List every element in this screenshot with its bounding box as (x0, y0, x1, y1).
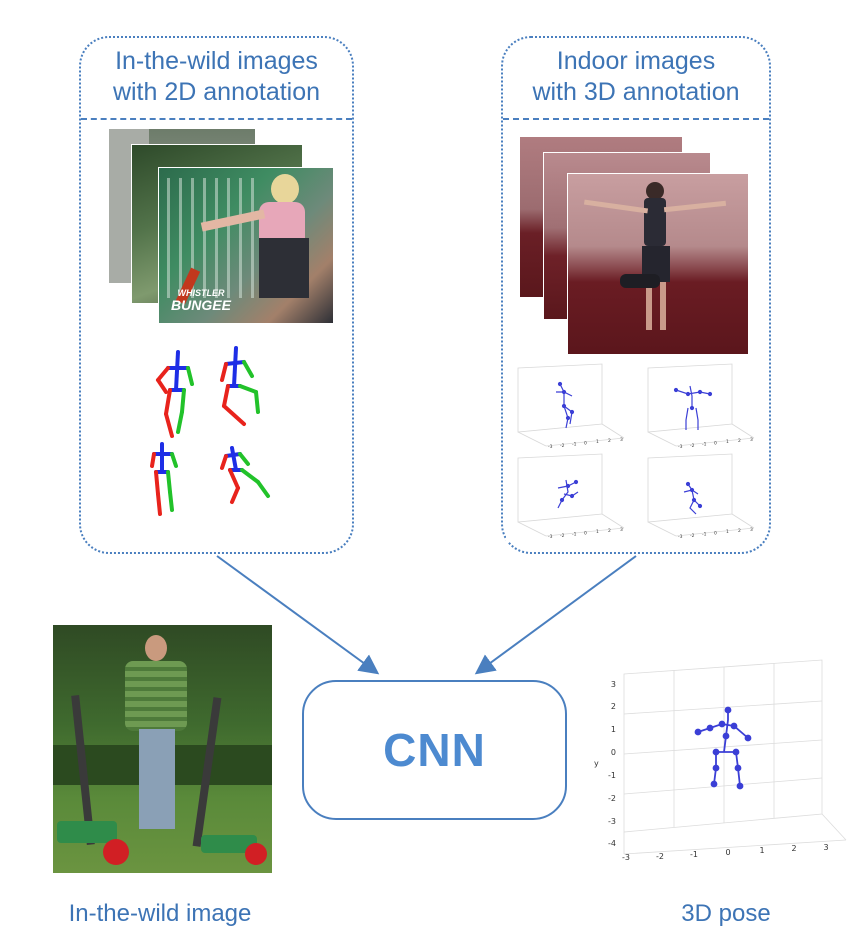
y-tick-0: 3 (611, 680, 616, 689)
small-3d-plot-3: -3 -2 -1 0 1 2 3 (506, 452, 630, 542)
logo-line2: BUNGEE (171, 297, 231, 313)
small-plot-4-tick-4: 1 (726, 529, 729, 535)
2d-skeletons (150, 346, 270, 516)
skeleton-2d-d (220, 446, 270, 504)
small-plot-3-tick-3: 0 (584, 530, 587, 536)
y-tick-4: -1 (608, 771, 616, 780)
small-plot-4-tick-6: 3 (750, 527, 753, 533)
output-3d-pose-plot: 3 2 1 0 -1 -2 -3 -4 y -3 -2 -1 0 1 2 3 x (588, 654, 860, 862)
y-tick-6: -3 (608, 817, 616, 826)
y-tick-labels: 3 2 1 0 -1 -2 -3 -4 (608, 680, 616, 848)
small-plot-4-tick-2: -1 (702, 532, 707, 538)
plot-box (623, 659, 847, 855)
small-plot-3-tick-4: 1 (596, 529, 599, 535)
cnn-box: CNN (302, 680, 567, 820)
x-tick-2: -1 (690, 850, 698, 859)
input-wild-photo (53, 625, 272, 873)
skeleton-2d-b (220, 346, 260, 426)
right-panel-title: Indoor images with 3D annotation (503, 46, 769, 108)
small-plot-3-tick-6: 3 (620, 527, 623, 533)
small-3d-plot-2: -3 -2 -1 0 1 2 3 (636, 362, 760, 450)
small-plot-4-tick-3: 0 (714, 530, 717, 536)
wild-photo-front: WHISTLER BUNGEE (158, 167, 334, 324)
whistler-bungee-logo: WHISTLER BUNGEE (161, 288, 241, 313)
small-plot-1-tick-5: 2 (608, 438, 611, 444)
small-plot-1-tick-1: -2 (560, 443, 565, 449)
small-plot-3-tick-2: -1 (572, 532, 577, 538)
small-plot-3-tick-0: -3 (548, 534, 553, 540)
skeleton-2d-a (156, 350, 194, 438)
output-pose-caption: 3D pose (681, 900, 771, 927)
small-plot-2-tick-5: 2 (738, 438, 741, 444)
y-tick-1: 2 (611, 702, 616, 711)
small-plot-1-tick-2: -1 (572, 442, 577, 448)
in-the-wild-2d-panel: In-the-wild images with 2D annotation (79, 36, 354, 554)
small-plot-2-tick-1: -2 (690, 443, 695, 449)
small-plot-3-tick-5: 2 (608, 528, 611, 534)
x-tick-5: 2 (791, 844, 796, 853)
indoor-photo-front (567, 173, 749, 355)
x-tick-labels: -3 -2 -1 0 1 2 3 (622, 843, 829, 862)
cnn-label: CNN (383, 724, 486, 776)
small-plot-2-tick-4: 1 (726, 439, 729, 445)
small-plot-1-tick-6: 3 (620, 437, 623, 443)
left-panel-title: In-the-wild images with 2D annotation (81, 46, 352, 108)
y-axis-label: y (594, 759, 599, 768)
small-plot-4-tick-1: -2 (690, 533, 695, 539)
small-plot-3-tick-1: -2 (560, 533, 565, 539)
small-3d-plot-1: -3 -2 -1 0 1 2 3 (506, 362, 630, 450)
left-panel-divider (81, 118, 352, 120)
x-tick-1: -2 (656, 852, 664, 861)
x-tick-3: 0 (725, 848, 730, 857)
x-tick-4: 1 (759, 846, 764, 855)
small-plot-1-tick-0: -3 (548, 444, 553, 450)
small-plot-2-tick-0: -3 (678, 444, 683, 450)
left-panel-title-line2: with 2D annotation (112, 78, 321, 106)
small-plot-4-tick-0: -3 (678, 534, 683, 540)
small-plot-2-tick-3: 0 (714, 440, 717, 446)
left-panel-title-line1: In-the-wild images (115, 47, 318, 75)
x-axis-label: x (728, 861, 733, 862)
y-tick-5: -2 (608, 794, 616, 803)
right-panel-divider (503, 118, 769, 120)
pose-skeleton-3d (694, 706, 752, 790)
small-plot-2-tick-6: 3 (750, 437, 753, 443)
x-tick-0: -3 (622, 853, 630, 862)
right-panel-title-line2: with 3D annotation (532, 78, 740, 106)
skeleton-2d-c (150, 442, 178, 516)
small-plot-1-tick-4: 1 (596, 439, 599, 445)
y-tick-7: -4 (608, 839, 616, 848)
input-image-caption: In-the-wild image (68, 900, 252, 927)
small-plot-1-tick-3: 0 (584, 440, 587, 446)
small-3d-plot-4: -3 -2 -1 0 1 2 3 (636, 452, 760, 542)
y-tick-2: 1 (611, 725, 616, 734)
right-panel-title-line1: Indoor images (556, 47, 716, 75)
small-plot-4-tick-5: 2 (738, 528, 741, 534)
indoor-3d-panel: Indoor images with 3D annotation (501, 36, 771, 554)
small-plot-2-tick-2: -1 (702, 442, 707, 448)
logo-line1: WHISTLER (177, 288, 225, 298)
arrow-from-2d-panel (216, 555, 380, 675)
x-tick-6: 3 (823, 843, 828, 852)
arrow-from-3d-panel (474, 555, 637, 675)
y-tick-3: 0 (611, 748, 616, 757)
